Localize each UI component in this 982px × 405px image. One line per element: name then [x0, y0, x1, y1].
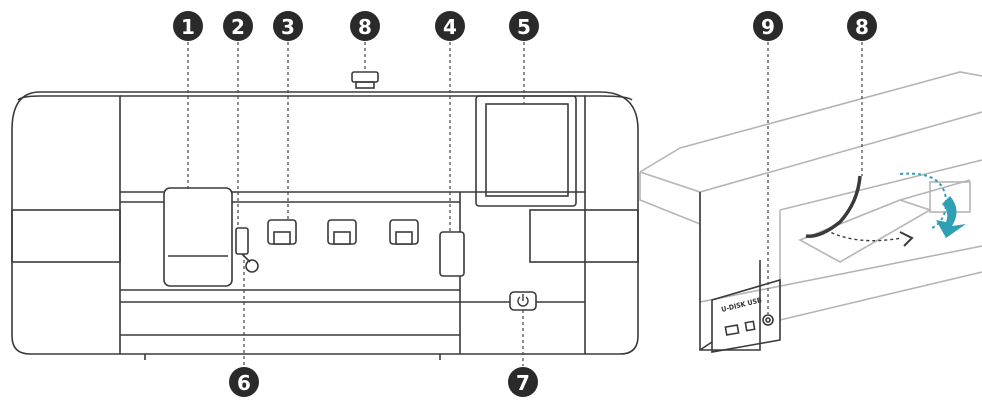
- svg-text:6: 6: [237, 371, 251, 395]
- power-icon: [517, 294, 529, 307]
- side-body-outline: [699, 175, 914, 353]
- port-label: U-DISK USB: [721, 296, 763, 314]
- callout-8-front: 8: [350, 11, 380, 41]
- top-knob: [351, 71, 379, 83]
- pinch-roller: [267, 219, 297, 245]
- callout-6: 6: [229, 367, 259, 397]
- svg-text:5: 5: [517, 15, 531, 39]
- usb-port: [744, 320, 756, 332]
- callout-8-side: 8: [847, 11, 877, 41]
- cutting-carriage: [163, 187, 233, 287]
- svg-text:3: 3: [281, 15, 295, 39]
- svg-text:4: 4: [443, 15, 457, 39]
- pressure-lever: [805, 175, 862, 238]
- rotate-arrow-icon: [899, 172, 966, 238]
- svg-text:8: 8: [358, 15, 372, 39]
- side-view: [639, 71, 982, 321]
- callout-1: 1: [173, 11, 203, 41]
- u-disk-port: [724, 324, 740, 336]
- callout-5: 5: [509, 11, 539, 41]
- callout-7: 7: [508, 367, 538, 397]
- svg-text:2: 2: [231, 15, 245, 39]
- svg-text:7: 7: [516, 371, 530, 395]
- callout-leaders-side: [767, 42, 863, 314]
- power-jack: [762, 314, 774, 326]
- tool-holder: [235, 227, 249, 255]
- svg-text:1: 1: [181, 15, 195, 39]
- side-clip: [439, 231, 465, 277]
- callout-9: 9: [753, 11, 783, 41]
- callout-leaders-front: [187, 42, 525, 366]
- touch-screen: [475, 95, 577, 207]
- callout-2: 2: [223, 11, 253, 41]
- pinch-roller: [327, 219, 357, 245]
- callout-3: 3: [273, 11, 303, 41]
- front-view: [11, 71, 639, 360]
- svg-text:9: 9: [761, 15, 775, 39]
- callout-4: 4: [435, 11, 465, 41]
- svg-text:8: 8: [855, 15, 869, 39]
- machine-body: [11, 91, 639, 355]
- port-panel: [711, 278, 781, 353]
- pinch-roller: [389, 219, 419, 245]
